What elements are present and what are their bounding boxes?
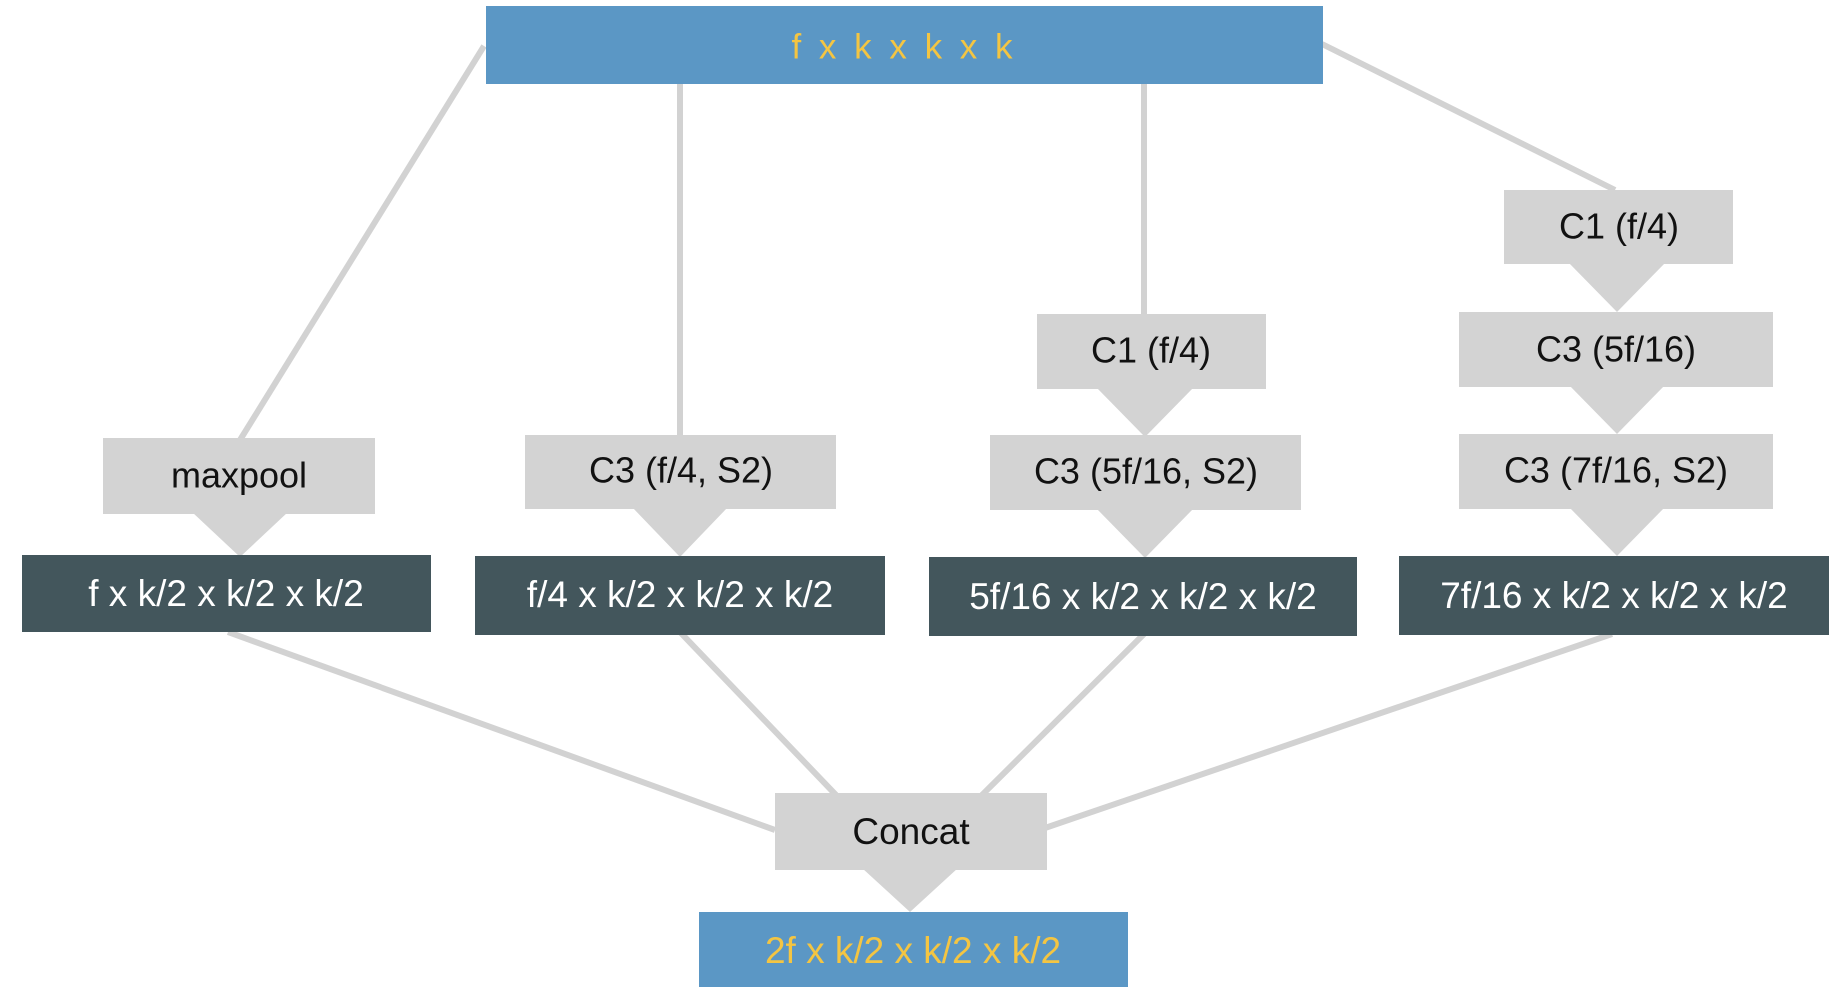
- branch-1: maxpool f x k/2 x k/2 x k/2: [22, 438, 431, 632]
- op-box: [525, 435, 836, 509]
- output-tensor-box: [22, 555, 431, 632]
- connector-branch2-to-concat: [677, 629, 839, 798]
- output-tensor-label: 5f/16 x k/2 x k/2 x k/2: [969, 576, 1317, 617]
- concat-box: [775, 793, 1047, 870]
- output-tensor-box: [475, 556, 885, 635]
- connector-lines: [226, 41, 1617, 833]
- input-tensor-box: [486, 6, 1323, 84]
- result-tensor-box: [699, 912, 1128, 987]
- op-label: C1 (f/4): [1091, 330, 1211, 371]
- connector-input-to-branch4: [1320, 41, 1617, 193]
- op-label: C3 (7f/16, S2): [1504, 450, 1728, 491]
- output-tensor-label: 7f/16 x k/2 x k/2 x k/2: [1440, 575, 1788, 616]
- connector-branch3-to-concat: [979, 631, 1147, 798]
- connector-branch1-to-concat: [226, 629, 777, 833]
- op-box: [990, 435, 1301, 510]
- flow-arrow: [1568, 262, 1666, 312]
- concat-label: Concat: [852, 811, 970, 852]
- input-tensor-label: f x k x k x k: [791, 27, 1016, 66]
- result-tensor-node: 2f x k/2 x k/2 x k/2: [699, 912, 1128, 987]
- op-box: [103, 438, 375, 514]
- output-tensor-label: f x k/2 x k/2 x k/2: [88, 573, 364, 614]
- flow-arrow: [632, 507, 728, 557]
- op-box: [1504, 190, 1733, 264]
- op-label: C3 (5f/16, S2): [1034, 451, 1258, 492]
- op-label: C1 (f/4): [1559, 206, 1679, 247]
- branch-2: C3 (f/4, S2) f/4 x k/2 x k/2 x k/2: [475, 435, 885, 635]
- flow-arrow: [192, 512, 288, 557]
- flow-arrow: [1568, 506, 1666, 556]
- op-box: [1459, 312, 1773, 387]
- output-tensor-box: [929, 557, 1357, 636]
- concat-node: Concat: [775, 793, 1047, 912]
- branch-3: C1 (f/4) C3 (5f/16, S2) 5f/16 x k/2 x k/…: [929, 314, 1357, 636]
- result-tensor-label: 2f x k/2 x k/2 x k/2: [765, 930, 1061, 971]
- op-label: C3 (f/4, S2): [589, 450, 773, 491]
- op-box: [1037, 314, 1266, 389]
- flow-arrow: [1096, 387, 1194, 437]
- output-tensor-label: f/4 x k/2 x k/2 x k/2: [527, 574, 833, 615]
- op-label: maxpool: [171, 455, 307, 496]
- branch-4: C1 (f/4) C3 (5f/16) C3 (7f/16, S2) 7f/16…: [1399, 190, 1829, 635]
- op-label: C3 (5f/16): [1536, 329, 1696, 370]
- connector-branch4-to-concat: [1044, 631, 1613, 831]
- flow-arrow: [1096, 508, 1194, 558]
- output-tensor-box: [1399, 556, 1829, 635]
- input-tensor-node: f x k x k x k: [486, 6, 1323, 84]
- op-box: [1459, 434, 1773, 509]
- flow-arrow: [862, 868, 958, 912]
- connector-input-to-maxpool: [237, 44, 487, 442]
- flow-arrow: [1568, 384, 1666, 434]
